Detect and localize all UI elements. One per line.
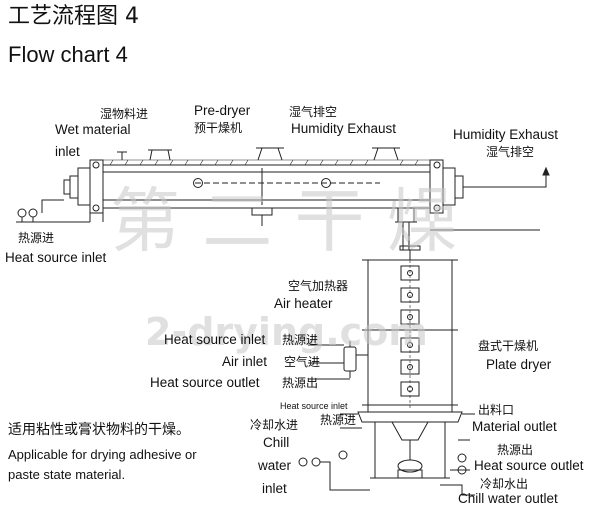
heat-source-inlet-label-en: Heat source inlet xyxy=(164,332,266,347)
chill-water-inlet-label-cn: 冷却水进 xyxy=(250,418,299,432)
heat-source-inlet-small-label-cn: 热源进 xyxy=(320,413,357,427)
watermark: 第 二 干 燥 2-drying.com xyxy=(110,180,457,354)
predryer-label-en: Pre-dryer xyxy=(194,103,251,118)
predryer-label-cn: 预干燥机 xyxy=(194,121,243,135)
heat-source-inlet-line xyxy=(16,199,90,223)
predryer-nozzles xyxy=(117,147,400,161)
heat-source-left-label-cn: 热源进 xyxy=(18,231,55,245)
chill-water-outlet-label-cn: 冷却水出 xyxy=(480,477,529,491)
predryer-outlet xyxy=(251,207,417,250)
material-outlet-label-cn: 出料口 xyxy=(478,403,515,417)
heat-source-outlet-label-en: Heat source outlet xyxy=(150,375,260,390)
heat-source-left-label-en: Heat source inlet xyxy=(5,250,107,265)
predryer-right-drive xyxy=(429,159,464,214)
humidity-right-label-cn: 湿气排空 xyxy=(486,145,535,159)
watermark-top-text: 第 二 干 燥 xyxy=(110,180,457,262)
humidity-right-label-en: Humidity Exhaust xyxy=(453,127,559,142)
plate-dryer-label-en: Plate dryer xyxy=(486,357,552,372)
air-heater xyxy=(308,341,368,380)
plate-dryer-label-cn: 盘式干燥机 xyxy=(478,339,539,353)
heat-source-outlet-label-cn: 热源出 xyxy=(282,376,319,390)
heat-source-outlet-right-label-cn: 热源出 xyxy=(497,443,534,457)
bottom-piping xyxy=(298,413,475,496)
title-en: Flow chart 4 xyxy=(8,42,128,67)
air-inlet-label-cn: 空气进 xyxy=(284,355,321,369)
wet-material-label-en-2: inlet xyxy=(55,144,80,159)
air-inlet-label-en: Air inlet xyxy=(222,354,268,369)
heat-source-inlet-label-cn: 热源进 xyxy=(282,333,319,347)
material-outlet-label-en: Material outlet xyxy=(472,419,557,434)
humidity-top-label-cn: 湿气排空 xyxy=(289,105,338,119)
predryer-left-drive xyxy=(63,159,104,222)
air-heater-label-cn: 空气加热器 xyxy=(288,279,349,293)
humidity-top-label-en: Humidity Exhaust xyxy=(291,121,397,136)
title-cn: 工艺流程图 4 xyxy=(8,4,139,29)
humidity-exhaust-line xyxy=(430,166,550,231)
plate-dryer-base xyxy=(357,411,463,479)
chill-water-inlet-label-en-1: Chill xyxy=(263,435,290,450)
wet-material-label-en-1: Wet material xyxy=(55,122,131,137)
note-cn: 适用粘性或膏状物料的干燥。 xyxy=(8,422,190,438)
plate-dryer-tower xyxy=(362,245,458,413)
wet-material-label-cn: 湿物料进 xyxy=(100,107,149,121)
air-heater-label-en: Air heater xyxy=(274,296,333,311)
note-en-1: Applicable for drying adhesive or xyxy=(8,447,197,462)
watermark-mid-text: 2-drying.com xyxy=(145,310,428,354)
heat-source-outlet-right-label-en: Heat source outlet xyxy=(474,458,584,473)
heat-source-inlet-small-label-en: Heat source inlet xyxy=(280,401,348,411)
chill-water-outlet-label-en: Chill water outlet xyxy=(458,491,558,506)
note-en-2: paste state material. xyxy=(8,467,126,482)
chill-water-inlet-label-en-2: water xyxy=(258,458,292,473)
chill-water-inlet-label-en-3: inlet xyxy=(262,481,287,496)
